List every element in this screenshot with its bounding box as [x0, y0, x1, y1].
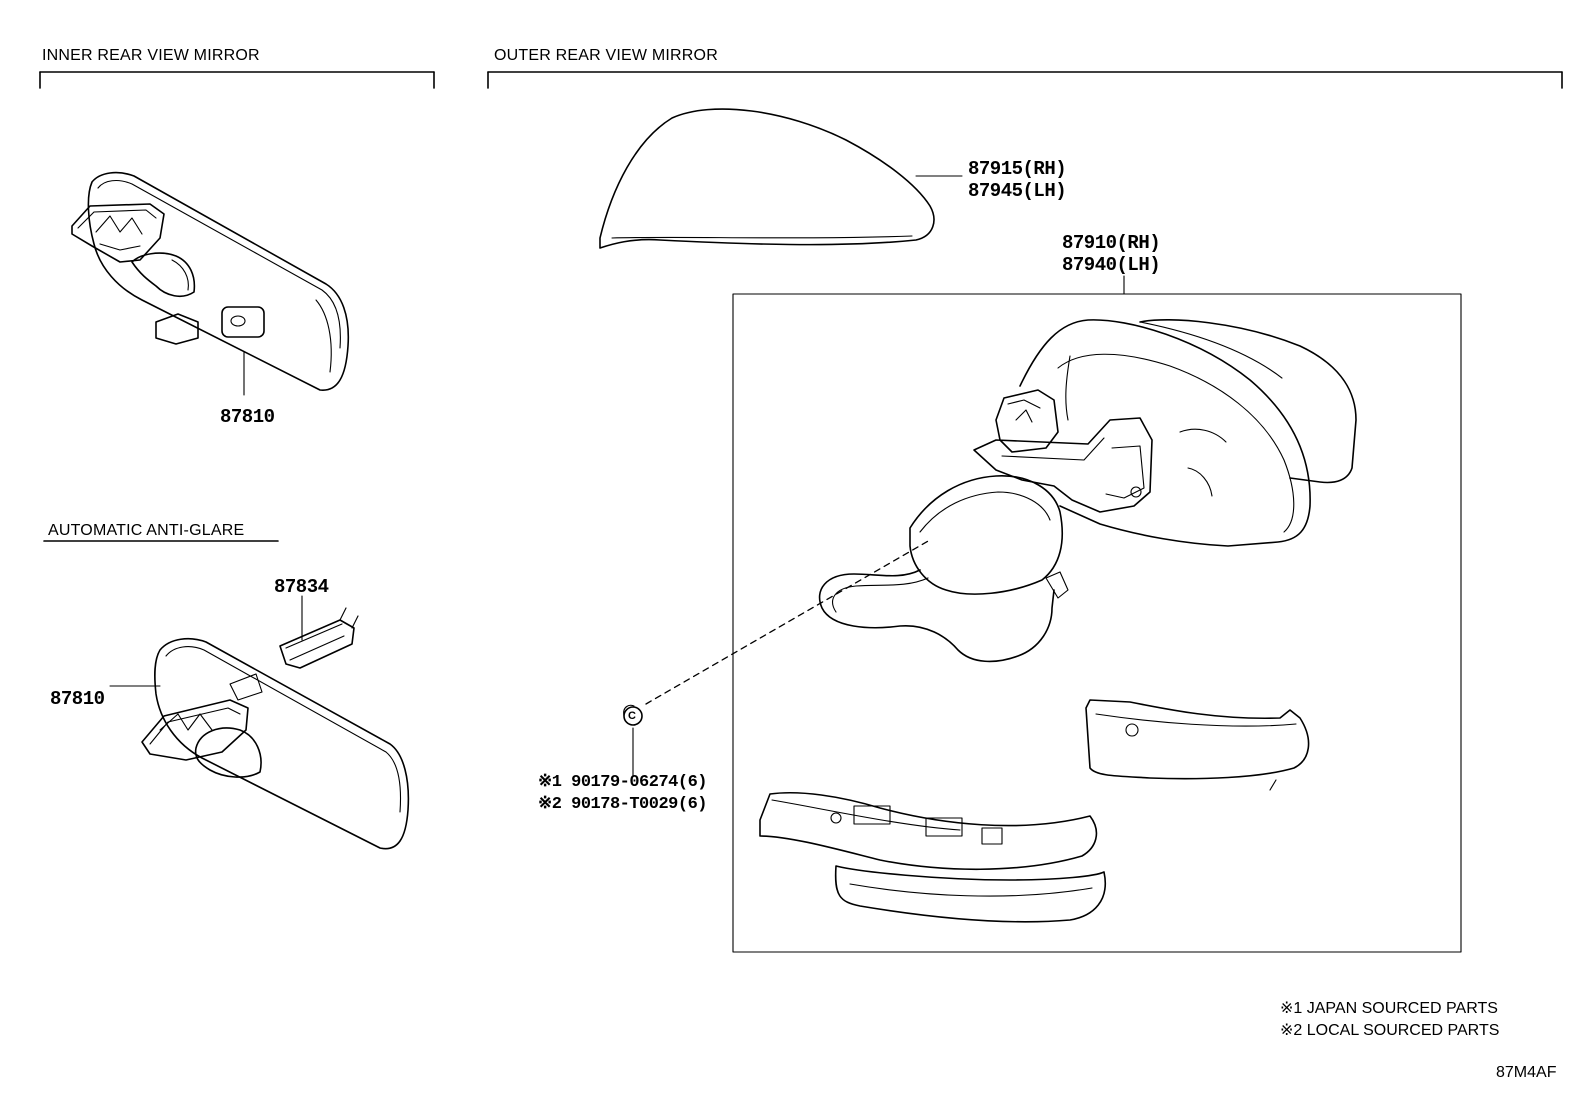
- part-label-87834[interactable]: 87834: [274, 576, 329, 598]
- mirror-cover-drawing: [599, 108, 963, 249]
- inner-mirror-bottom-drawing: [109, 637, 410, 850]
- part-label-87910[interactable]: 87910(RH): [1062, 232, 1161, 254]
- anti-glare-section-title: AUTOMATIC ANTI-GLARE: [48, 522, 245, 539]
- diagram-code: 87M4AF: [1496, 1064, 1557, 1081]
- outer-section-title: OUTER REAR VIEW MIRROR: [494, 47, 718, 64]
- part-label-87810-bottom[interactable]: 87810: [50, 688, 105, 710]
- inner-mirror-top-drawing: [71, 171, 350, 396]
- mirror-assembly-box: [732, 293, 1462, 953]
- clip-symbol: C: [628, 710, 636, 722]
- part-label-87915[interactable]: 87915(RH): [968, 158, 1067, 180]
- inner-section-title: INNER REAR VIEW MIRROR: [42, 47, 260, 64]
- mirror-assembly-drawing: [759, 319, 1357, 923]
- part-87834-drawing: [279, 595, 359, 669]
- part-label-87810-top[interactable]: 87810: [220, 406, 275, 428]
- part-label-87945[interactable]: 87945(LH): [968, 180, 1067, 202]
- footnote-local-sourced: ※2 LOCAL SOURCED PARTS: [1280, 1022, 1500, 1039]
- clip-drawing: [623, 539, 931, 777]
- inner-section-bracket: [39, 71, 435, 89]
- part-label-clip-local[interactable]: ※2 90178-T0029(6): [538, 795, 707, 814]
- part-label-87940[interactable]: 87940(LH): [1062, 254, 1161, 276]
- outer-section-bracket: [487, 71, 1563, 89]
- part-label-clip-japan[interactable]: ※1 90179-06274(6): [538, 773, 707, 792]
- footnote-japan-sourced: ※1 JAPAN SOURCED PARTS: [1280, 1000, 1498, 1017]
